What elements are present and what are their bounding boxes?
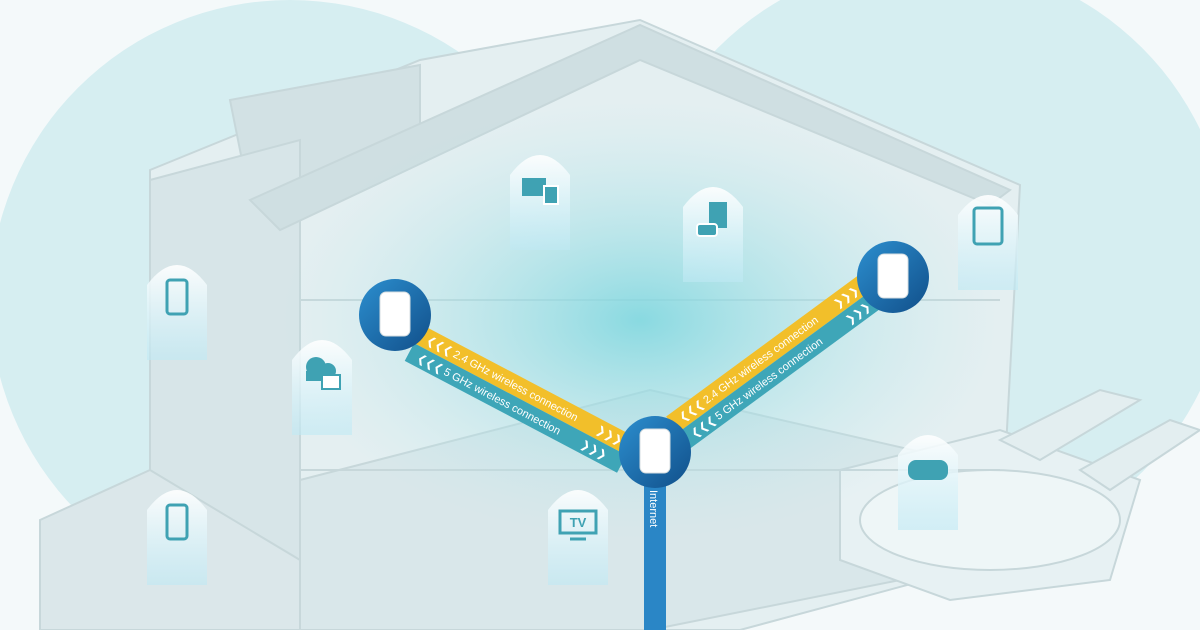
cloud-folder-icon [306, 357, 341, 390]
smartphone-badge-upper [147, 265, 207, 360]
tv-badge: TV [548, 490, 608, 585]
band-5ghz-right [677, 290, 884, 449]
internet-line: Internet [644, 470, 666, 630]
gamepad-icon [908, 460, 948, 480]
band-5ghz-left [404, 343, 627, 473]
smartphone-icon [165, 503, 189, 541]
tv-icon: TV [558, 509, 598, 541]
band-24ghz-left [414, 325, 636, 456]
cloud-storage-badge [292, 340, 352, 435]
tv-label: TV [570, 515, 587, 530]
coverage-glow [280, 100, 1000, 540]
smartphone-icon [165, 278, 189, 316]
router-node-main [619, 416, 691, 488]
smartphone-badge-lower [147, 490, 207, 585]
router-node-left [359, 279, 431, 351]
computer-badge [510, 155, 570, 250]
band-24ghz-right [666, 274, 872, 433]
tablet-icon [972, 206, 1004, 246]
internet-label: Internet [647, 490, 659, 527]
router-node-right [857, 241, 929, 313]
gamepad-badge [898, 435, 958, 530]
computer-icon [522, 178, 559, 205]
console-badge [683, 187, 743, 282]
tablet-badge [958, 195, 1018, 290]
game-console-icon [696, 202, 727, 237]
